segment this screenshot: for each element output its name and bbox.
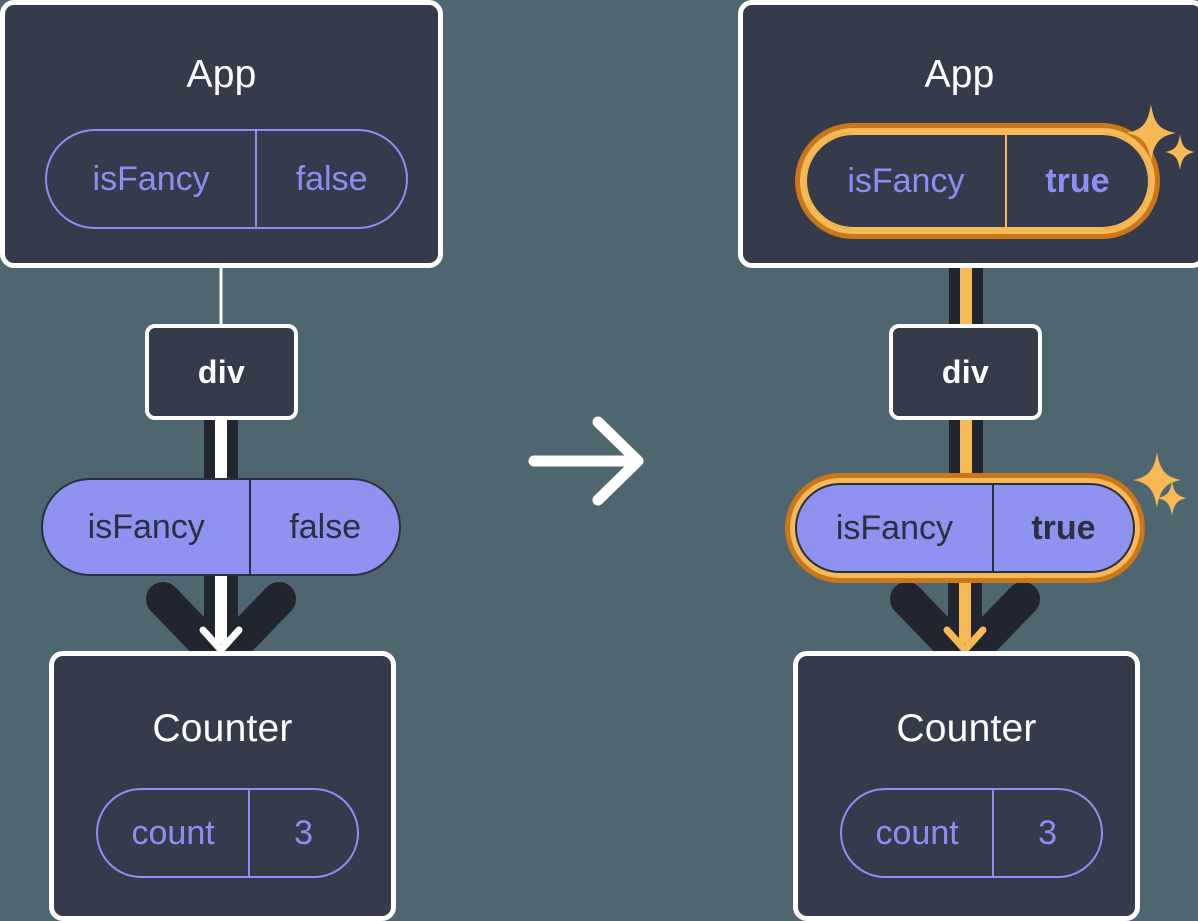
app-state-value-before: false [255, 131, 406, 227]
app-card-title-before: App [186, 53, 257, 96]
app-state-key-after: isFancy [847, 161, 965, 200]
counter-card-before: Counter count 3 [49, 651, 396, 921]
div-box-after: div [889, 324, 1042, 420]
app-state-key-before: isFancy [92, 159, 210, 198]
sparkles-icon-app-after [1126, 104, 1195, 170]
counter-card-after: Counter count 3 [793, 651, 1140, 921]
counter-card-title-after: Counter [896, 707, 1037, 750]
app-card-title-after: App [924, 53, 995, 96]
counter-state-value-after: 3 [992, 790, 1101, 876]
prop-pill-before[interactable]: isFancy false [41, 478, 401, 576]
app-state-value-after: true [1004, 135, 1148, 227]
arrow-prop-to-counter-right [890, 566, 1040, 676]
arrow-right-icon [528, 416, 644, 506]
counter-state-key-after: count [875, 813, 959, 852]
div-box-before: div [145, 324, 298, 420]
app-state-pill-before[interactable]: isFancy false [45, 129, 408, 229]
connector-div-to-prop-left-core [215, 418, 227, 480]
prop-value-before: false [249, 480, 399, 574]
app-card-before: App isFancy false [0, 0, 443, 268]
counter-state-pill-before[interactable]: count 3 [96, 788, 359, 878]
prop-pill-after[interactable]: isFancy true [795, 483, 1135, 573]
div-box-label-before: div [197, 353, 246, 390]
counter-state-value-before: 3 [248, 790, 357, 876]
counter-state-key-before: count [131, 813, 215, 852]
prop-key-before: isFancy [87, 507, 205, 546]
app-state-pill-after[interactable]: isFancy true [805, 133, 1150, 229]
sparkles-icon-prop-after [1133, 452, 1187, 516]
connector-div-to-prop-right-core [960, 418, 972, 480]
prop-key-after: isFancy [835, 508, 953, 547]
prop-value-after: true [991, 485, 1133, 571]
counter-card-title-before: Counter [152, 707, 293, 750]
div-box-label-after: div [941, 353, 990, 390]
app-card-after: App isFancy true [738, 0, 1198, 268]
counter-state-pill-after[interactable]: count 3 [840, 788, 1103, 878]
